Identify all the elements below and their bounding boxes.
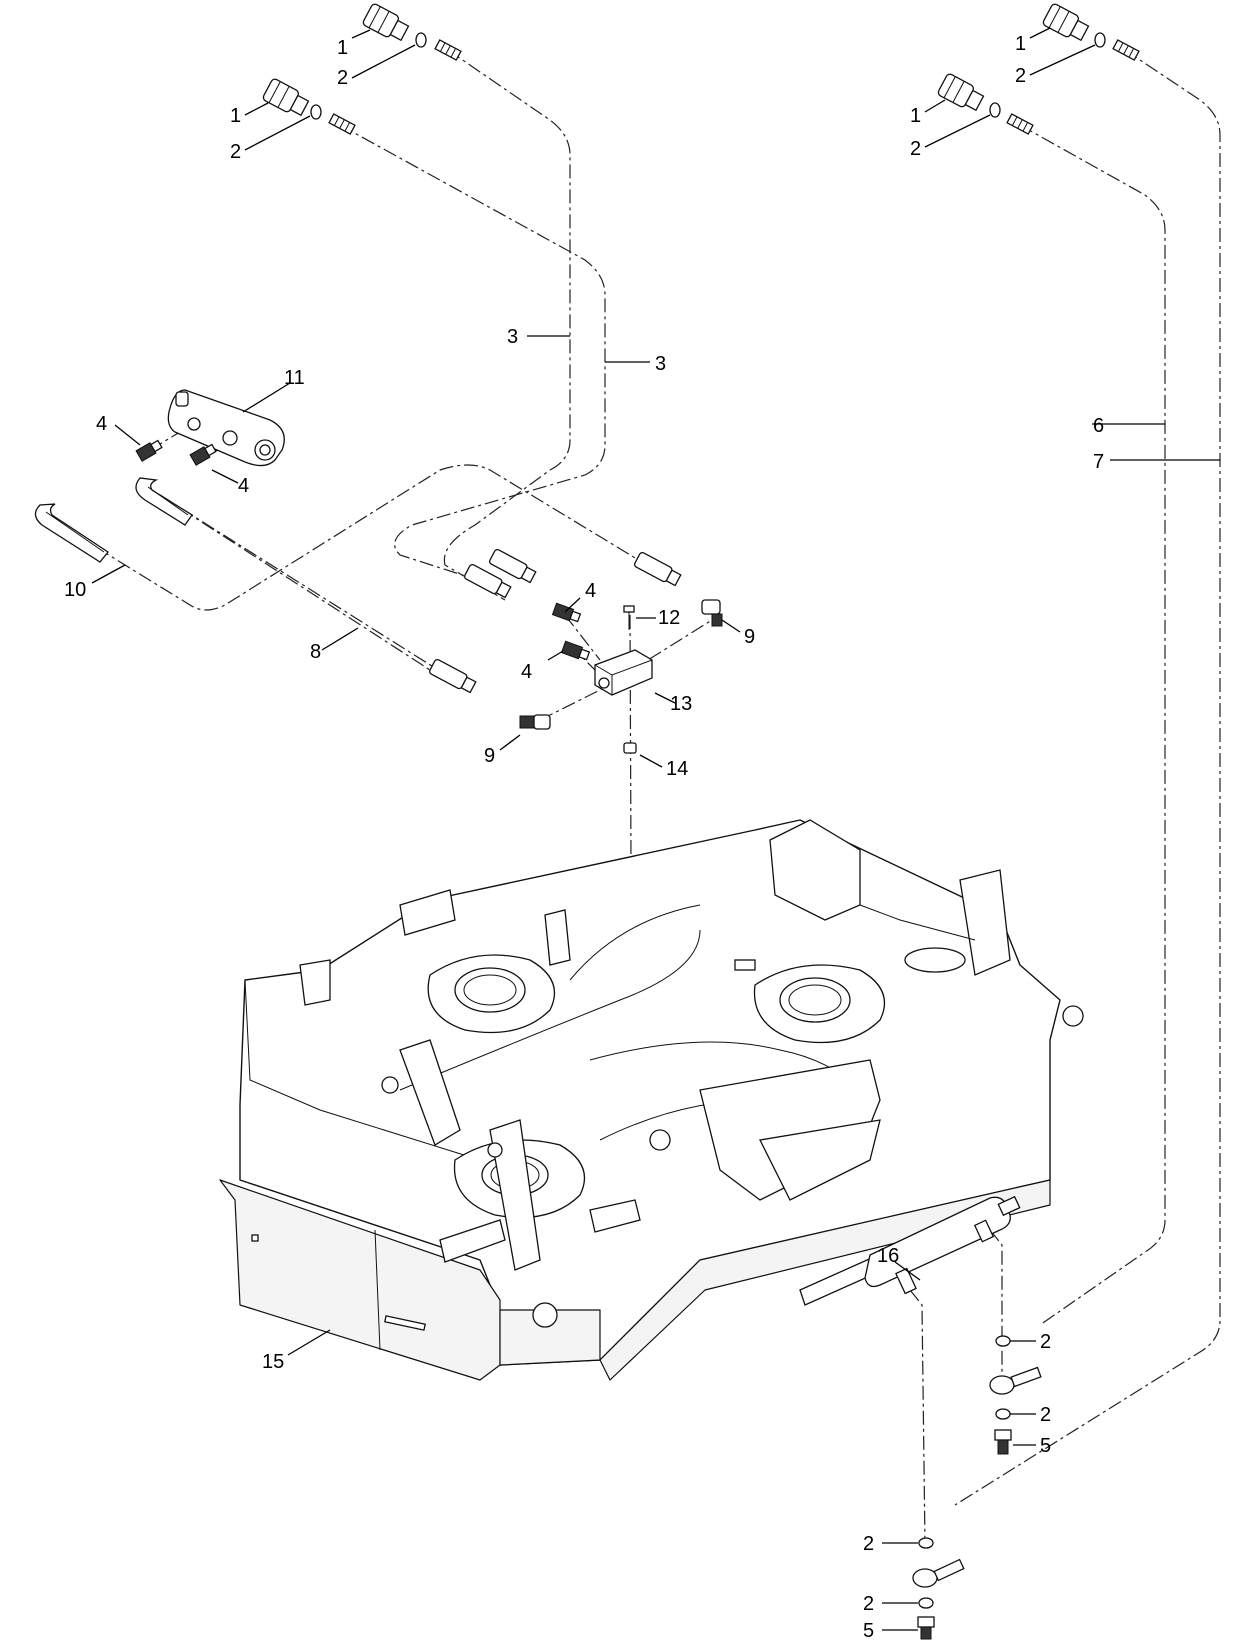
dash-cyl-2	[989, 1229, 1003, 1390]
hose-end	[328, 113, 356, 135]
o-ring	[310, 104, 322, 120]
callout-2: 2	[863, 1533, 874, 1555]
fitting-group-b	[262, 78, 356, 135]
spindle-right	[753, 964, 886, 1044]
callout-14: 14	[666, 758, 688, 780]
fitting-group-c	[1042, 3, 1140, 61]
callout-4: 4	[585, 580, 596, 602]
dash-9-13	[539, 614, 721, 721]
spindle-left	[427, 954, 556, 1034]
o-ring	[918, 1537, 934, 1549]
fitting-4b	[189, 443, 217, 466]
o-ring	[415, 32, 427, 48]
hose-8	[159, 494, 471, 691]
hose-7	[954, 49, 1221, 1506]
banjo-fitting-a	[989, 1366, 1042, 1395]
callout-9: 9	[484, 745, 495, 767]
o-ring	[995, 1408, 1011, 1420]
hose-3-lower	[339, 124, 606, 581]
callout-12: 12	[658, 607, 680, 629]
callout-3: 3	[507, 326, 518, 348]
leader-lines	[91, 27, 1220, 1631]
callout-11: 11	[284, 367, 305, 389]
callout-4: 4	[96, 413, 107, 435]
hose-6	[1019, 124, 1166, 1326]
callout-10: 10	[64, 579, 86, 601]
hose-crimp-b	[488, 548, 537, 584]
valve-11	[167, 389, 285, 467]
hose-end	[1112, 39, 1140, 61]
adapter-fitting	[362, 3, 410, 42]
callout-15: 15	[262, 1351, 284, 1373]
callout-2: 2	[863, 1593, 874, 1615]
callout-5: 5	[863, 1620, 874, 1641]
callout-1: 1	[1015, 33, 1026, 55]
adapter-fitting	[937, 73, 985, 112]
callout-1: 1	[337, 37, 348, 59]
hose-crimp-c	[633, 551, 682, 587]
callout-13: 13	[670, 693, 692, 715]
callout-3: 3	[655, 353, 666, 375]
tube-10b	[135, 477, 193, 526]
elbow-9b	[519, 714, 551, 730]
dash-cyl-1	[909, 1289, 926, 1546]
hose-crimp-a	[463, 563, 512, 599]
callout-6: 6	[1093, 415, 1104, 437]
callout-9: 9	[744, 626, 755, 648]
fitting-group-d	[937, 73, 1034, 135]
callout-2: 2	[230, 141, 241, 163]
callout-2: 2	[1040, 1404, 1051, 1426]
fitting-4c	[551, 602, 582, 623]
fitting-4d	[560, 640, 591, 661]
o-ring	[995, 1335, 1011, 1347]
callout-2: 2	[910, 138, 921, 160]
callout-8: 8	[310, 641, 321, 663]
o-ring	[918, 1597, 934, 1609]
bolt-12	[623, 605, 635, 630]
callout-5: 5	[1040, 1435, 1051, 1457]
fitting-group-a	[362, 3, 462, 61]
hose-8-fit	[159, 494, 431, 671]
bolt-5a	[994, 1429, 1012, 1455]
nut-14	[623, 742, 637, 754]
callout-1: 1	[910, 105, 921, 127]
hose-end	[1006, 113, 1034, 135]
callout-4: 4	[521, 661, 532, 683]
bolt-5b	[917, 1616, 935, 1640]
dash-4-13a	[564, 614, 601, 661]
callout-2: 2	[1040, 1331, 1051, 1353]
adapter-fitting	[262, 78, 310, 117]
callout-16: 16	[877, 1245, 899, 1267]
hose-3-upper	[443, 49, 571, 601]
callout-2: 2	[337, 67, 348, 89]
mower-deck-15	[219, 819, 1084, 1381]
block-13	[594, 649, 653, 696]
elbow-9a	[701, 599, 723, 627]
callout-labels: 1 2 1 2 1 2 1 2 3 3 11 4 4 4 4 6 7 10 12…	[64, 33, 1104, 1641]
callout-2: 2	[1015, 65, 1026, 87]
hose-crimp-d	[428, 658, 477, 694]
hose-end	[434, 39, 462, 61]
banjo-fitting-b	[912, 1558, 965, 1588]
callout-4: 4	[238, 475, 249, 497]
cylinder-16	[799, 1195, 1021, 1306]
adapter-fitting	[1042, 3, 1090, 42]
o-ring	[989, 102, 1001, 118]
callout-7: 7	[1093, 451, 1104, 473]
o-ring	[1094, 32, 1106, 48]
tube-10a	[34, 503, 109, 563]
callout-1: 1	[230, 105, 241, 127]
fitting-4a	[135, 439, 163, 462]
